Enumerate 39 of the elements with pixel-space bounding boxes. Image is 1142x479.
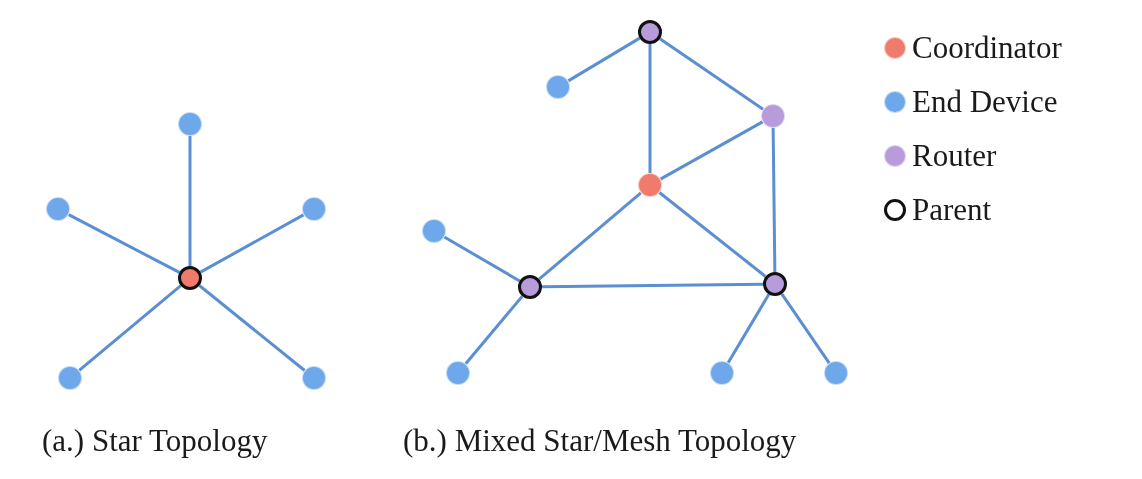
link-line (199, 213, 305, 274)
link-line (198, 284, 306, 372)
link-line (780, 293, 831, 364)
link-line (567, 36, 641, 83)
link-line (658, 191, 767, 278)
parent-router-node (638, 20, 662, 44)
end-device-node (710, 361, 734, 385)
end-device-node (58, 366, 82, 390)
end-device-node (46, 197, 70, 221)
link-line (726, 293, 771, 364)
parent-router-node (518, 275, 542, 299)
link-line (538, 191, 642, 281)
link-line (771, 127, 777, 273)
coordinator-node (638, 173, 662, 197)
parent-coordinator-node (178, 266, 202, 290)
link-line (659, 37, 764, 111)
link-line (188, 136, 192, 266)
end-device-node (446, 361, 470, 385)
link-line (648, 44, 652, 173)
caption: (a.) Star Topology (42, 425, 268, 456)
end-device-node (422, 219, 446, 243)
end-device-node (178, 112, 202, 136)
link-line (659, 120, 764, 181)
legend-label: Parent (912, 194, 992, 225)
legend-label: End Device (912, 86, 1058, 117)
link-line (67, 213, 181, 274)
router-node (761, 104, 785, 128)
end-device-node (302, 366, 326, 390)
end-device-node (824, 361, 848, 385)
link-line (78, 284, 182, 372)
legend-label: Router (912, 140, 997, 171)
link-line (542, 282, 763, 289)
end-device-node (546, 75, 570, 99)
legend-label: Coordinator (912, 32, 1062, 63)
parent-router-node (763, 272, 787, 296)
link-line (464, 295, 524, 365)
link-line (443, 235, 521, 283)
end-device-node (302, 197, 326, 221)
caption: (b.) Mixed Star/Mesh Topology (403, 425, 797, 456)
